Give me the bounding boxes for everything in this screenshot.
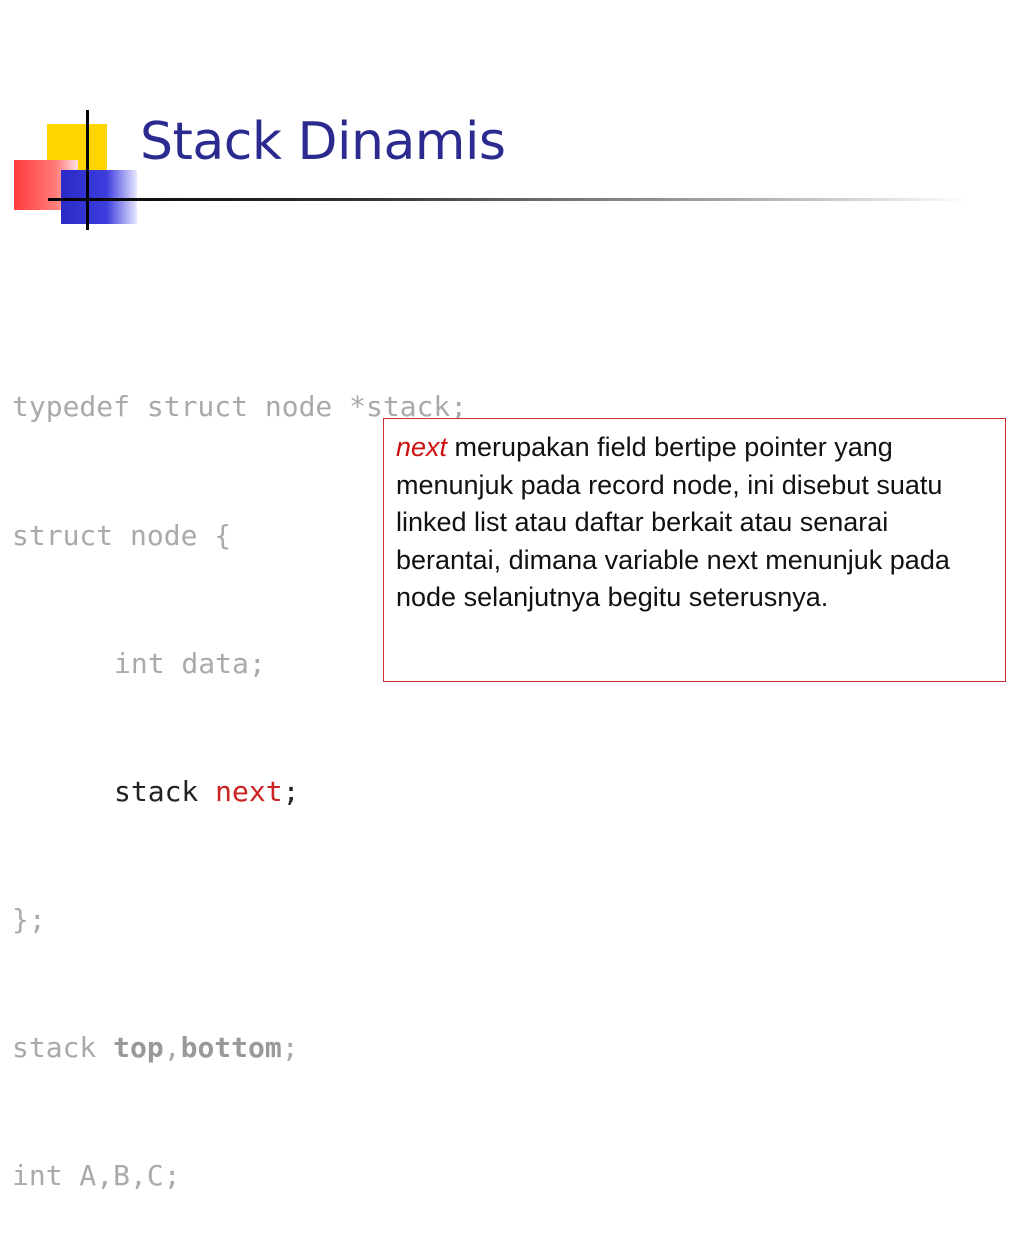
code-type: stack [12,1030,114,1064]
code-text: }; [12,902,46,936]
code-semicolon: ; [282,774,300,808]
code-comma: , [163,1030,181,1064]
slide-logo-decoration [0,0,150,240]
code-type: stack [114,774,216,808]
code-line-7: int A,B,C; [12,1155,467,1198]
code-line-5: }; [12,899,467,942]
slide-title: Stack Dinamis [140,112,506,172]
code-text: int A,B,C; [12,1158,181,1192]
title-underline [50,198,970,201]
code-field-next: next [215,774,283,808]
logo-vertical-line [86,110,89,230]
code-line-3: int data; [12,643,467,686]
logo-blue-square [61,170,137,224]
note-highlight-word: next [396,432,448,462]
code-text: int data; [114,646,266,680]
code-line-1: typedef struct node *stack; [12,386,467,429]
code-semicolon: ; [281,1030,299,1064]
note-callout-box: next merupakan field bertipe pointer yan… [383,418,1006,682]
code-text: typedef struct node *stack; [12,390,468,424]
code-var-bottom: bottom [180,1030,282,1064]
note-body-text: merupakan field bertipe pointer yang men… [396,432,950,613]
code-line-4: stack next; [12,771,467,814]
code-text: struct node { [12,518,232,552]
code-line-6: stack top,bottom; [12,1027,467,1070]
code-line-2: struct node { [12,515,467,558]
code-var-top: top [113,1030,164,1064]
